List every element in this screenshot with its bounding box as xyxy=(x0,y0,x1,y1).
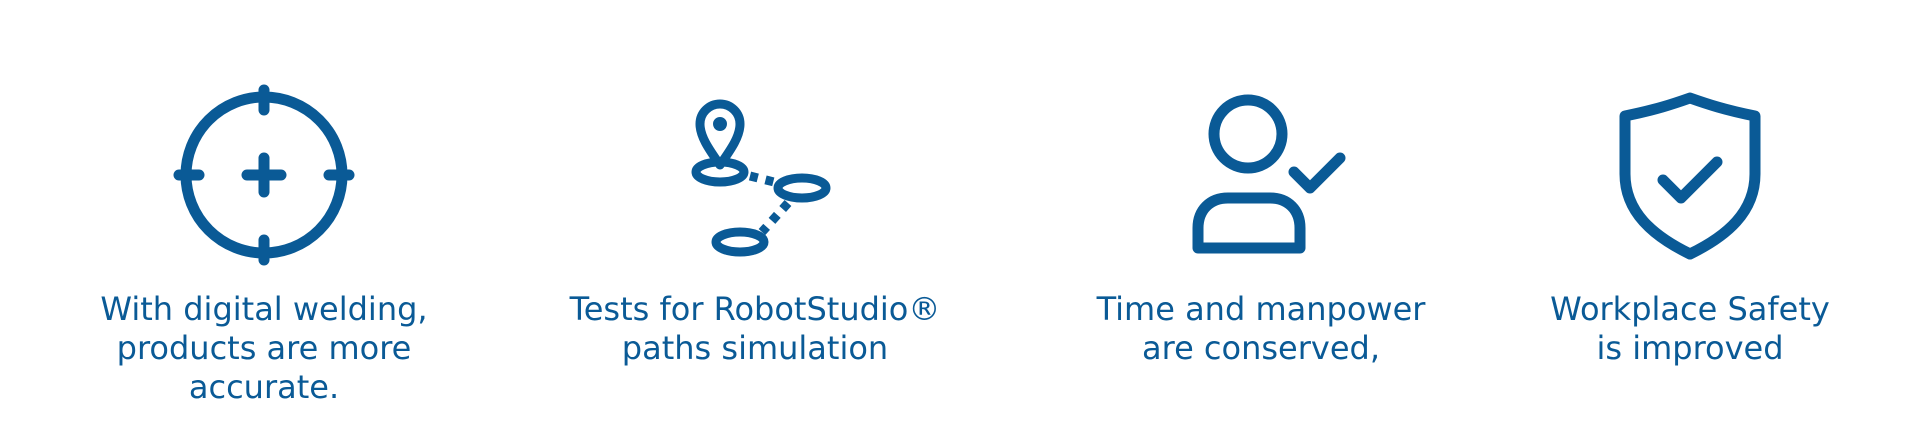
feature-digital-welding: With digital welding, products are more … xyxy=(4,0,524,442)
feature-workplace-safety: Workplace Safety is improved xyxy=(1430,0,1920,442)
feature-caption: Time and manpower are conserved, xyxy=(1001,290,1521,368)
feature-caption: Tests for RobotStudio® paths simulation xyxy=(495,290,1015,368)
caption-line: Tests for RobotStudio® xyxy=(569,290,941,328)
feature-path-simulation: Tests for RobotStudio® paths simulation xyxy=(495,0,1015,442)
shield-checkmark-icon xyxy=(1585,70,1795,280)
feature-caption: With digital welding, products are more … xyxy=(4,290,524,407)
caption-line: With digital welding, xyxy=(100,290,428,328)
caption-line: accurate. xyxy=(188,368,340,406)
target-crosshair-icon xyxy=(159,70,369,280)
feature-caption: Workplace Safety is improved xyxy=(1430,290,1920,368)
route-map-pin-icon xyxy=(650,70,860,280)
user-checkmark-icon xyxy=(1156,70,1366,280)
caption-line: is improved xyxy=(1596,329,1784,367)
caption-line: paths simulation xyxy=(621,329,889,367)
caption-line: products are more xyxy=(116,329,412,367)
caption-line: Time and manpower xyxy=(1096,290,1426,328)
feature-time-manpower: Time and manpower are conserved, xyxy=(1001,0,1521,442)
caption-line: are conserved, xyxy=(1142,329,1380,367)
caption-line: Workplace Safety xyxy=(1550,290,1830,328)
